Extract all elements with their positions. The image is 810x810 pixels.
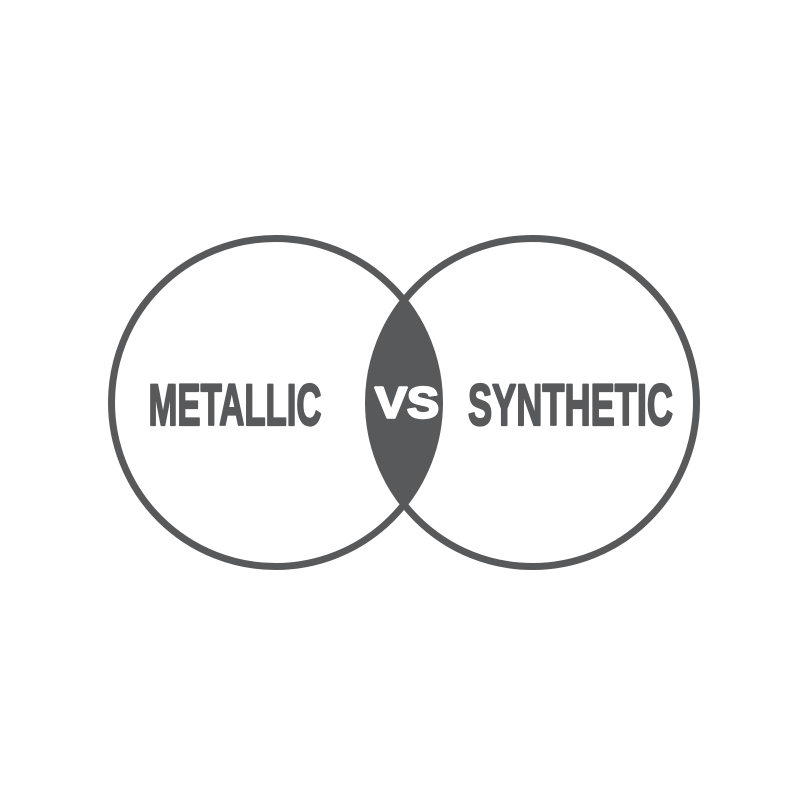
right-circle-outline [365, 235, 700, 570]
right-circle-label: SYNTHETIC [468, 373, 673, 438]
left-circle-outline [108, 235, 443, 570]
left-circle-label: METALLIC [149, 373, 322, 438]
vs-intersection-label: VS [375, 379, 439, 428]
venn-intersection-lens [368, 300, 440, 505]
